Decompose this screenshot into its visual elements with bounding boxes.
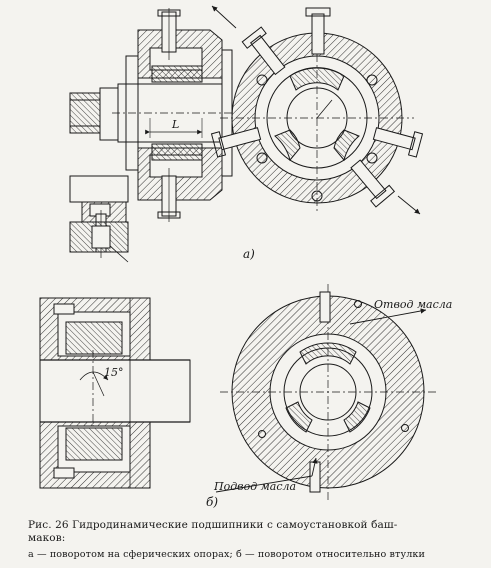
figure-caption: Рис. 26 Гидродинамические подшипники с с… [28,519,478,561]
caption-line-2: маков: [28,532,66,544]
panel-b-label: б) [206,495,218,509]
dimension-l-label: L [171,118,179,131]
oil-outlet-label: Отвод масла [374,298,452,311]
panel-a-label: а) [243,247,255,261]
panel-b-side-section [39,297,191,489]
caption-line-1: Рис. 26 Гидродинамические подшипники с с… [28,519,398,531]
caption-line-3: а — поворотом на сферических опорах; б —… [28,549,425,560]
panel-a-side-section [69,8,235,222]
panel-a-detail [69,175,129,263]
oil-inlet-label: Подвод масла [213,480,296,493]
panel-a-front-view [210,5,424,215]
panel-b-front-view [215,284,436,500]
angle-label: 15° [104,366,124,379]
